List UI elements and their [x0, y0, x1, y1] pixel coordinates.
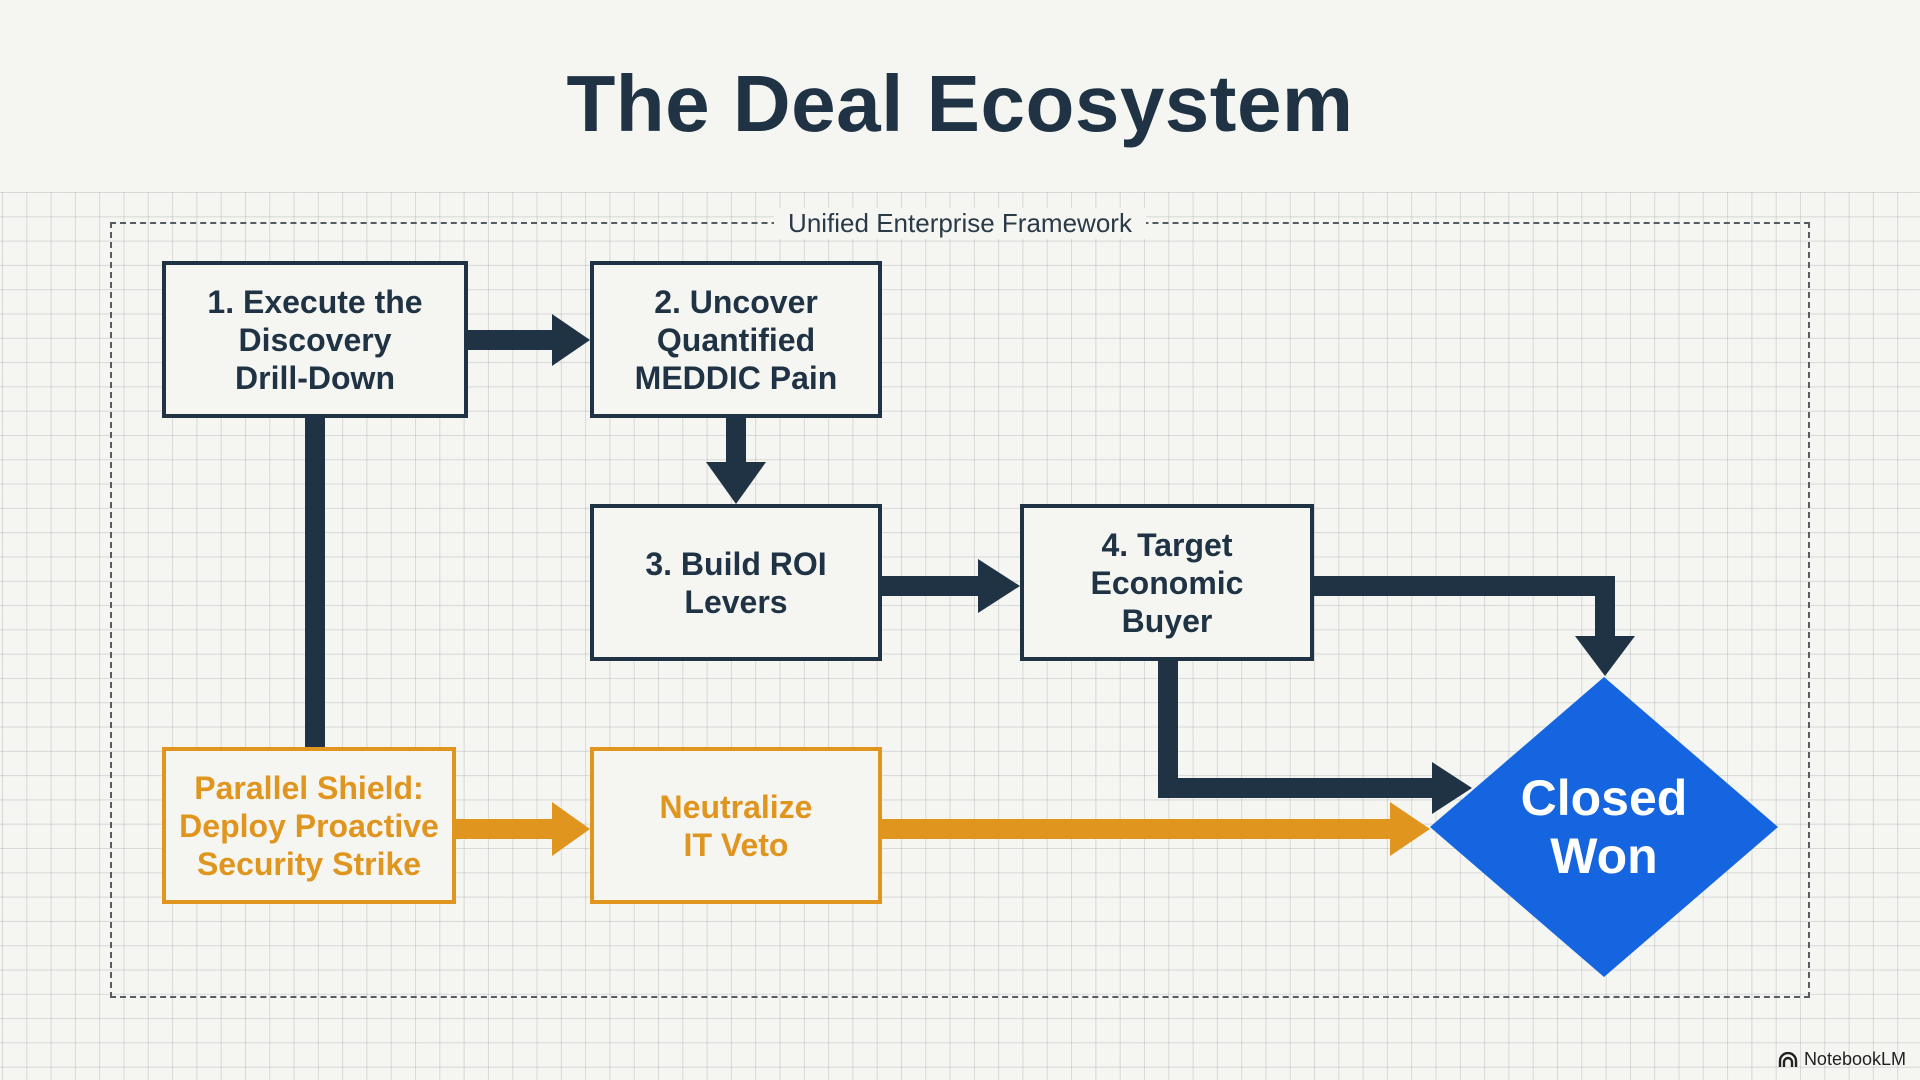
- arrow-step4-to-closed-top: [1312, 576, 1635, 676]
- connector-step1-to-shield: [305, 416, 325, 748]
- arrow-veto-to-closed: [880, 802, 1430, 856]
- page-title: The Deal Ecosystem: [566, 59, 1354, 148]
- step2-box: 2. Uncover Quantified MEDDIC Pain: [590, 261, 882, 418]
- arrow-step3-to-step4: [880, 559, 1020, 613]
- brand-name: NotebookLM: [1803, 1049, 1906, 1069]
- arrow-step1-to-step2: [466, 314, 590, 366]
- notebooklm-logo-icon: [1778, 1051, 1798, 1067]
- arrow-step2-to-step3: [706, 416, 766, 504]
- step3-box: 3. Build ROI Levers: [590, 504, 882, 661]
- brand-watermark: NotebookLM: [1778, 1049, 1906, 1070]
- closed-won-node: Closed Won: [1430, 677, 1778, 977]
- step4-box: 4. Target Economic Buyer: [1020, 504, 1314, 661]
- step1-box: 1. Execute the Discovery Drill-Down: [162, 261, 468, 418]
- neutralize-veto-box: Neutralize IT Veto: [590, 747, 882, 904]
- closed-won-diamond: [1430, 677, 1778, 977]
- arrow-step4-to-closed-bottom: [1158, 658, 1472, 814]
- arrow-shield-to-veto: [452, 802, 590, 856]
- closed-won-label: Closed Won: [1520, 770, 1688, 884]
- parallel-shield-box: Parallel Shield: Deploy Proactive Securi…: [162, 747, 456, 904]
